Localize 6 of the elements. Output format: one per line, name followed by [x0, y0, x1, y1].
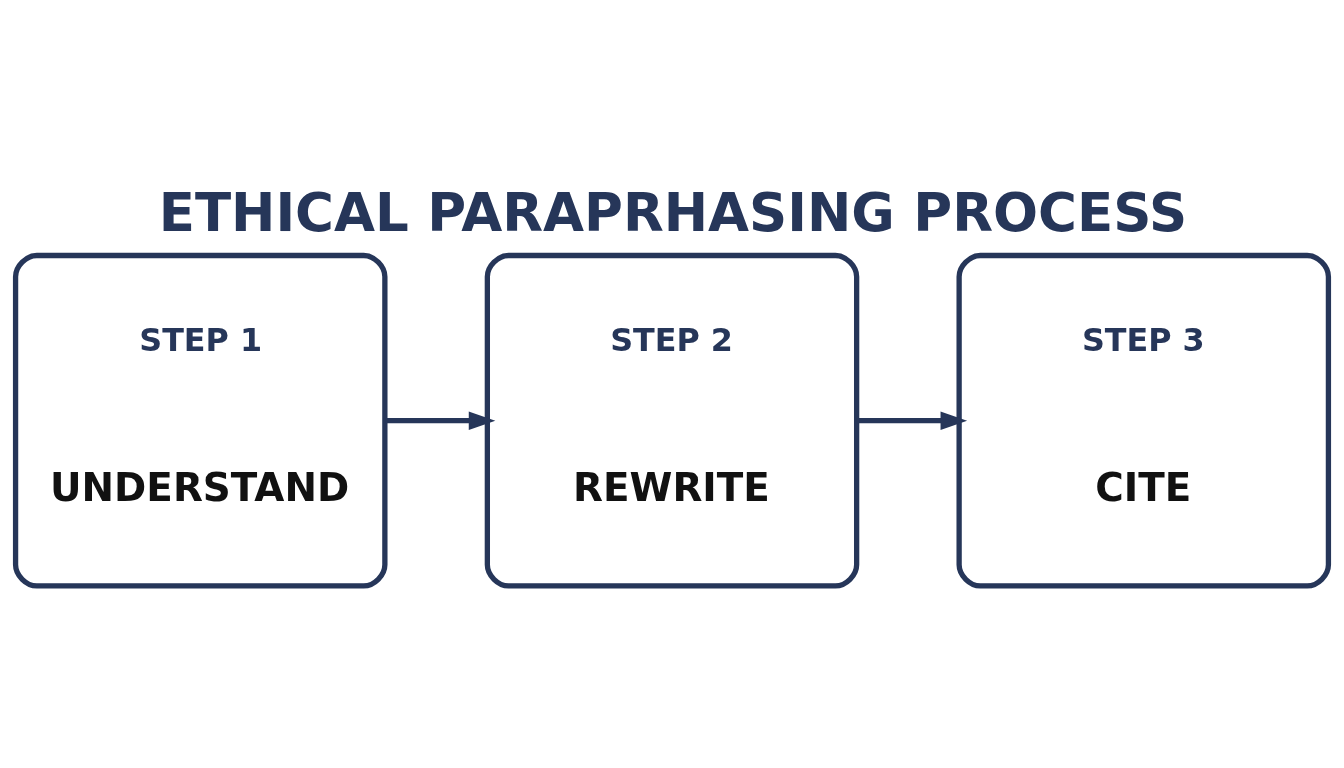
diagram-title: ETHICAL PARAPRHASING PROCESS	[158, 181, 1188, 243]
arrow	[385, 410, 496, 430]
node-box: STEP 3 CITE	[956, 252, 1332, 589]
node-box: STEP 2 REWRITE	[484, 252, 860, 589]
arrow	[856, 410, 968, 430]
node-box: STEP 1 UNDERSTAND	[12, 252, 388, 589]
